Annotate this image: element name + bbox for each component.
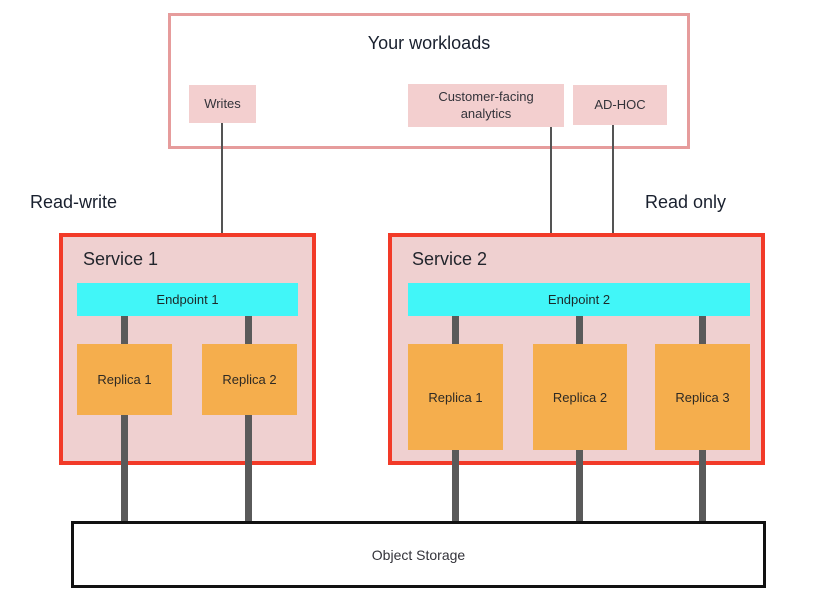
service1-replica1: Replica 1 — [77, 344, 172, 415]
workload-adhoc: AD-HOC — [573, 85, 667, 125]
service2-endpoint-label: Endpoint 2 — [547, 292, 611, 307]
connector-s2-replica3-storage — [699, 450, 706, 521]
connector-s1-replica2-storage — [245, 415, 252, 521]
connector-endpoint2-replica2 — [576, 316, 583, 344]
service1-replica2: Replica 2 — [202, 344, 297, 415]
service2-endpoint: Endpoint 2 — [408, 283, 750, 316]
workload-writes-label: Writes — [204, 95, 241, 111]
workload-customer-facing-analytics: Customer-facing analytics — [408, 84, 564, 127]
service1-replica1-label: Replica 1 — [97, 372, 152, 387]
service1-replica2-label: Replica 2 — [222, 372, 277, 387]
arrow-writes-to-endpoint1-line — [221, 123, 223, 248]
service2-replica2: Replica 2 — [533, 344, 627, 450]
workload-cfa-label: Customer-facing analytics — [438, 89, 534, 121]
arrow-adhoc-to-endpoint2-line — [612, 125, 614, 258]
service2-replica3-label: Replica 3 — [675, 389, 730, 405]
connector-endpoint1-replica1 — [121, 316, 128, 344]
object-storage-label: Object Storage — [371, 546, 466, 563]
connector-endpoint2-replica3 — [699, 316, 706, 344]
connector-endpoint2-replica1 — [452, 316, 459, 344]
service1-title: Service 1 — [83, 249, 159, 269]
connector-s2-replica1-storage — [452, 450, 459, 521]
read-write-label: Read-write — [30, 192, 118, 212]
workloads-title: Your workloads — [367, 33, 491, 53]
read-only-label: Read only — [645, 192, 727, 212]
service1-endpoint-label: Endpoint 1 — [156, 292, 219, 307]
service1-endpoint: Endpoint 1 — [77, 283, 298, 316]
connector-s2-replica2-storage — [576, 450, 583, 521]
arrow-analytics-to-endpoint2-line — [550, 127, 552, 258]
service2-replica1-label: Replica 1 — [428, 389, 483, 405]
workload-writes: Writes — [189, 85, 256, 123]
connector-s1-replica1-storage — [121, 415, 128, 521]
service2-replica3: Replica 3 — [655, 344, 750, 450]
workload-adhoc-label: AD-HOC — [594, 96, 646, 112]
service2-title: Service 2 — [412, 249, 488, 269]
connector-endpoint1-replica2 — [245, 316, 252, 344]
service2-replica2-label: Replica 2 — [552, 389, 608, 405]
service2-replica1: Replica 1 — [408, 344, 503, 450]
object-storage-box: Object Storage — [71, 521, 766, 588]
